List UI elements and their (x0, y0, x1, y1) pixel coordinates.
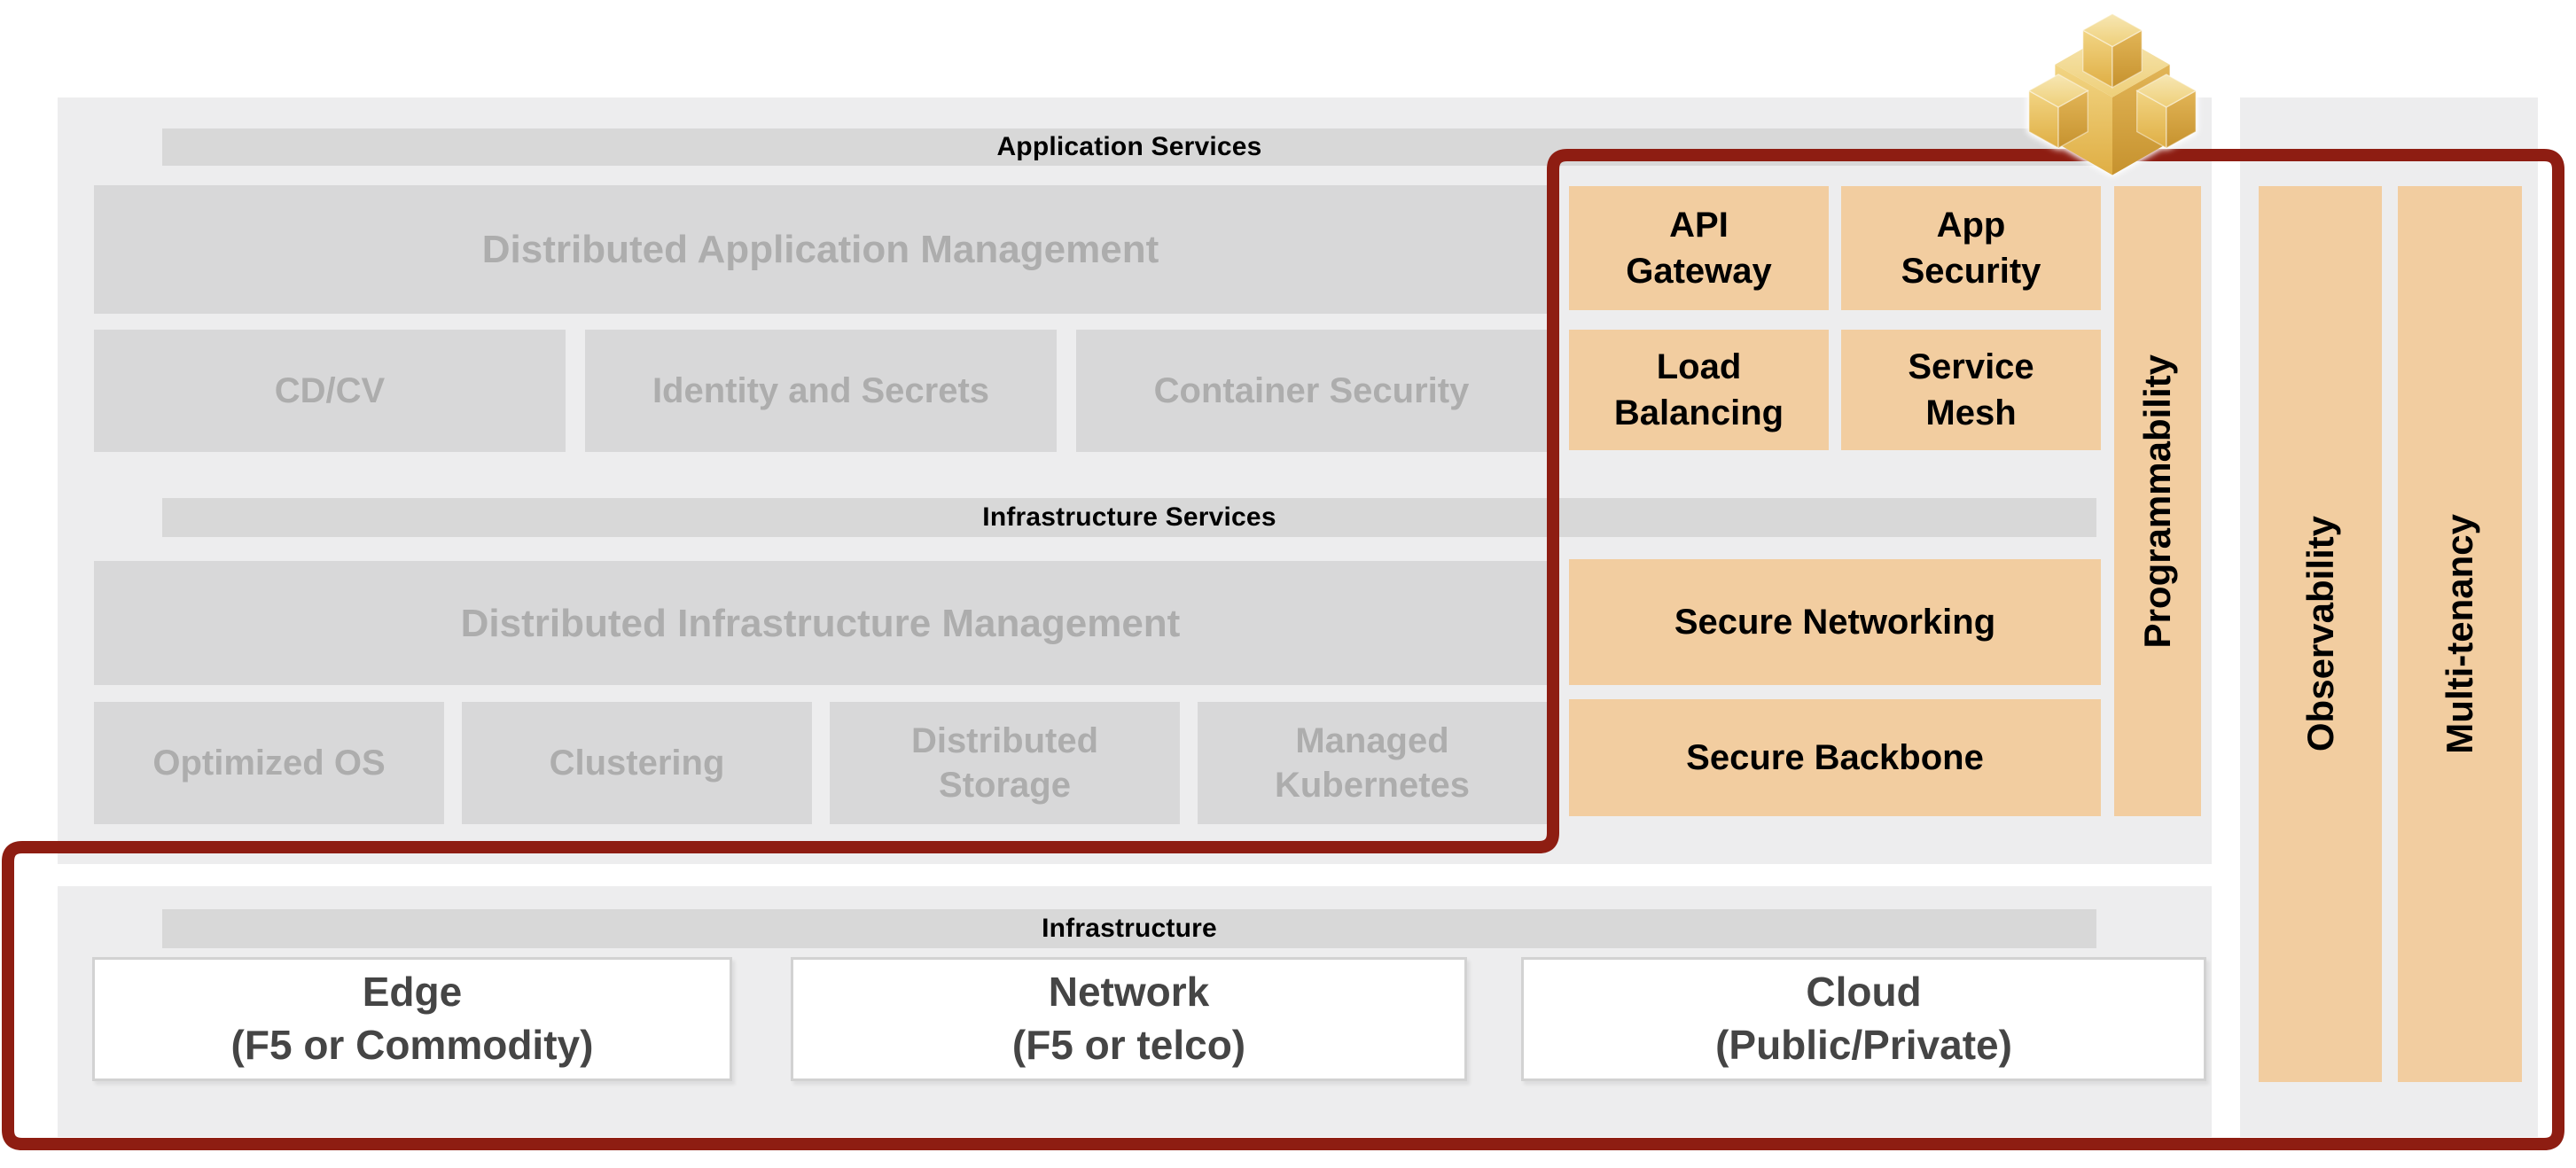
secure-backbone-label: Secure Backbone (1686, 738, 1984, 777)
network-label: Network (F5 or telco) (1011, 969, 1246, 1068)
distributed-infrastructure-management-label: Distributed Infrastructure Management (460, 601, 1181, 645)
distributed-application-management-label: Distributed Application Management (481, 228, 1159, 271)
identity-and-secrets-box: Identity and Secrets (585, 330, 1057, 452)
left-small-cube (2027, 74, 2089, 150)
load-balancing-box: Load Balancing (1569, 330, 1829, 450)
secure-backbone-box: Secure Backbone (1569, 699, 2101, 816)
managed-kubernetes-label: Managed Kubernetes (1274, 721, 1471, 805)
secure-networking-label: Secure Networking (1674, 603, 1996, 642)
clustering-box: Clustering (462, 702, 812, 824)
infrastructure-header-label: Infrastructure (1042, 914, 1217, 943)
edge-label: Edge (F5 or Commodity) (230, 969, 594, 1068)
programmability-bar: Programmability (2114, 186, 2201, 816)
multi-tenancy-bar: Multi-tenancy (2398, 186, 2522, 1082)
app-security-label: App Security (1901, 206, 2041, 291)
container-security-label: Container Security (1153, 371, 1470, 410)
distributed-infrastructure-management-box: Distributed Infrastructure Management (94, 561, 1547, 685)
secure-networking-box: Secure Networking (1569, 559, 2101, 685)
network-box: Network (F5 or telco) (791, 957, 1467, 1081)
api-gateway-label: API Gateway (1626, 206, 1772, 291)
cdcv-box: CD/CV (94, 330, 566, 452)
cloud-label: Cloud (Public/Private) (1715, 969, 2012, 1068)
optimized-os-label: Optimized OS (152, 744, 386, 783)
infrastructure-services-header-bar: Infrastructure Services (162, 498, 2096, 537)
top-small-cube (2081, 12, 2143, 89)
service-mesh-label: Service Mesh (1908, 347, 2034, 432)
edge-box: Edge (F5 or Commodity) (92, 957, 732, 1081)
observability-label: Observability (2299, 516, 2341, 752)
observability-bar: Observability (2259, 186, 2382, 1082)
infrastructure-services-header-label: Infrastructure Services (982, 502, 1276, 532)
distributed-storage-box: Distributed Storage (830, 702, 1180, 824)
infrastructure-header-bar: Infrastructure (162, 909, 2096, 948)
identity-and-secrets-label: Identity and Secrets (652, 371, 990, 410)
api-gateway-box: API Gateway (1569, 186, 1829, 310)
managed-kubernetes-box: Managed Kubernetes (1198, 702, 1547, 824)
distributed-application-management-box: Distributed Application Management (94, 185, 1547, 314)
app-security-box: App Security (1841, 186, 2101, 310)
service-mesh-box: Service Mesh (1841, 330, 2101, 450)
cdcv-label: CD/CV (274, 371, 386, 410)
programmability-label: Programmability (2136, 354, 2178, 649)
application-services-header-bar: Application Services (162, 128, 2096, 166)
optimized-os-box: Optimized OS (94, 702, 444, 824)
distributed-storage-label: Distributed Storage (910, 721, 1099, 805)
clustering-label: Clustering (549, 744, 725, 783)
multi-tenancy-label: Multi-tenancy (2439, 514, 2480, 754)
application-services-header-label: Application Services (996, 132, 1262, 161)
container-security-box: Container Security (1076, 330, 1547, 452)
cubes-logo-icon (2027, 12, 2197, 175)
load-balancing-label: Load Balancing (1613, 347, 1784, 432)
cloud-box: Cloud (Public/Private) (1521, 957, 2206, 1081)
right-small-cube (2135, 74, 2197, 150)
